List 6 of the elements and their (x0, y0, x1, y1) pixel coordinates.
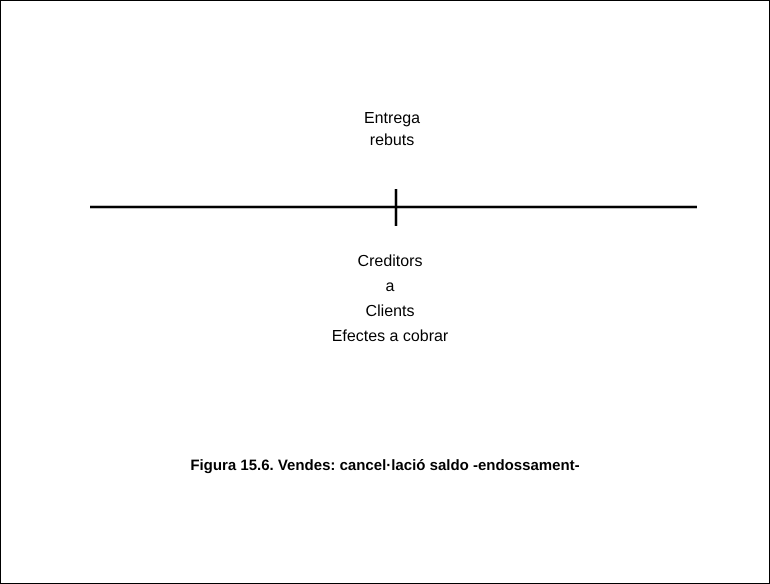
account-label: Creditors (356, 252, 424, 272)
account-label: a (384, 277, 396, 297)
account-label: Clients (364, 302, 416, 322)
entry-label: Entrega rebuts (362, 109, 422, 151)
account-label: Efectes a cobrar (330, 327, 450, 347)
figure-caption: Figura 15.6. Vendes: cancel·lació saldo -endossament- (189, 456, 581, 476)
